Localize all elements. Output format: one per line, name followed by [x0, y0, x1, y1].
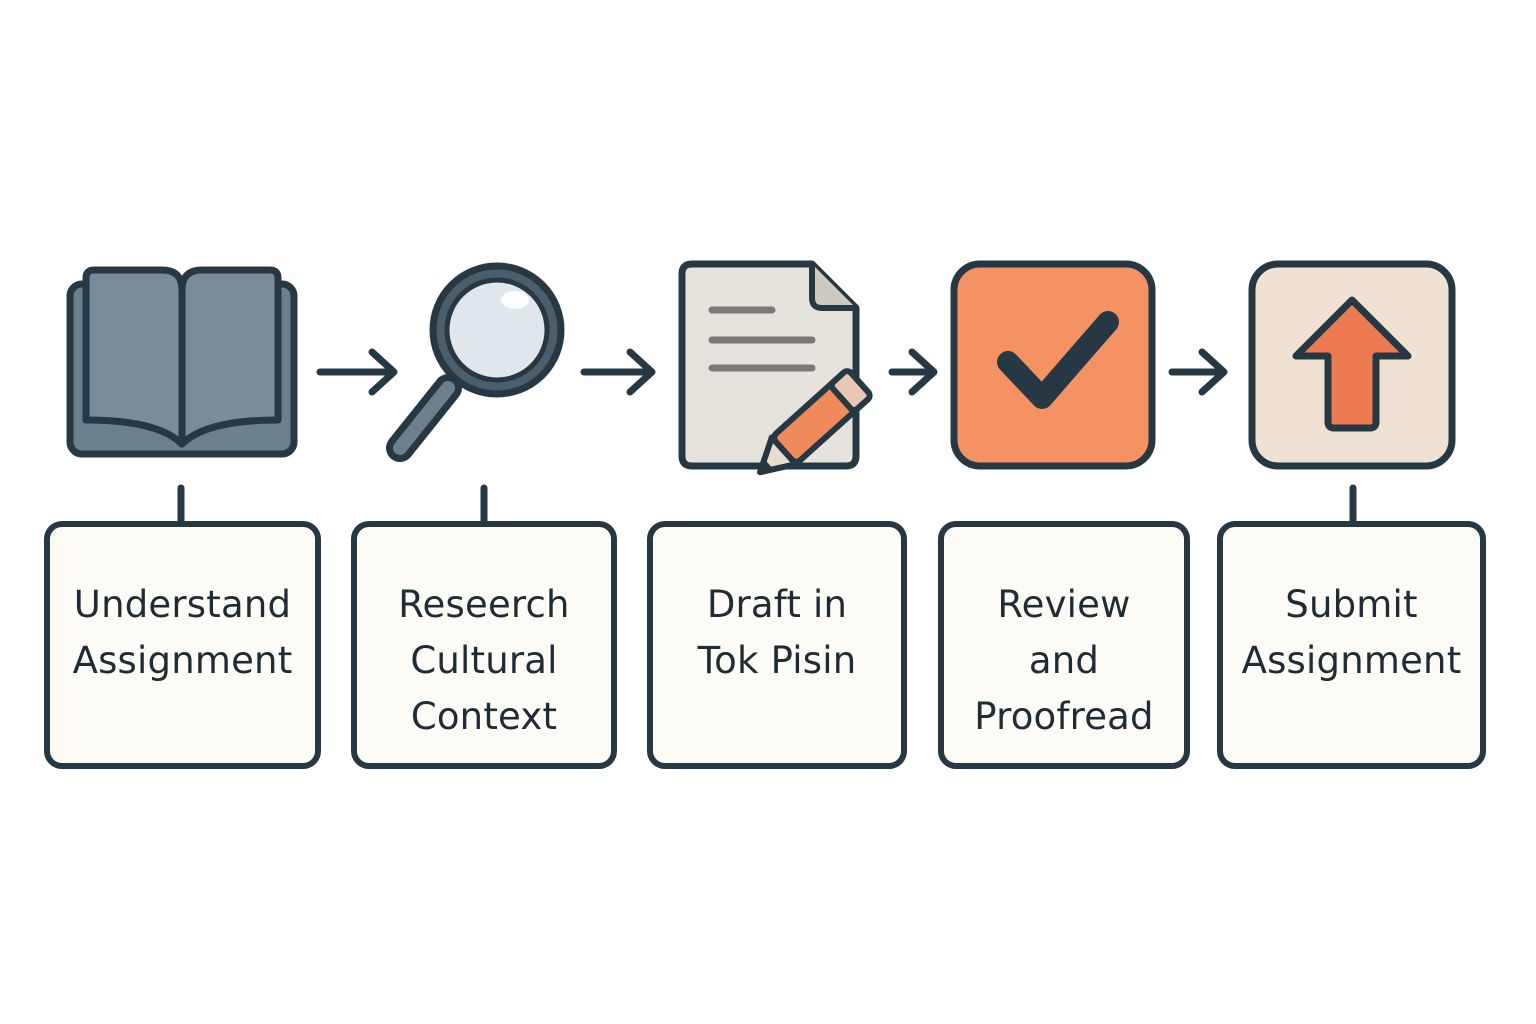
step-box-submit-assignment: Submit Assignment	[1217, 521, 1486, 769]
step-label: Understand Assignment	[72, 583, 293, 682]
flow-arrow	[316, 348, 398, 396]
flow-arrow	[888, 348, 938, 396]
checkmark-icon	[950, 260, 1156, 470]
step-box-draft-in-tok-pisin: Draft in Tok Pisin	[647, 521, 907, 769]
step-label: Reseerch Cultural Context	[398, 583, 570, 738]
document-pencil-icon	[678, 260, 873, 476]
upload-arrow-icon	[1248, 260, 1456, 470]
step-label: Draft in Tok Pisin	[697, 583, 857, 682]
open-book-icon	[66, 266, 298, 458]
step-label: Submit Assignment	[1241, 583, 1462, 682]
step-box-review-and-proofread: Review and Proofread	[938, 521, 1190, 769]
step-box-research-cultural-context: Reseerch Cultural Context	[351, 521, 617, 769]
flow-arrow	[580, 348, 656, 396]
step-label: Review and Proofread	[974, 583, 1154, 738]
magnifying-glass-icon	[386, 262, 565, 462]
step-box-understand-assignment: Understand Assignment	[44, 521, 321, 769]
flow-arrow	[1168, 348, 1228, 396]
